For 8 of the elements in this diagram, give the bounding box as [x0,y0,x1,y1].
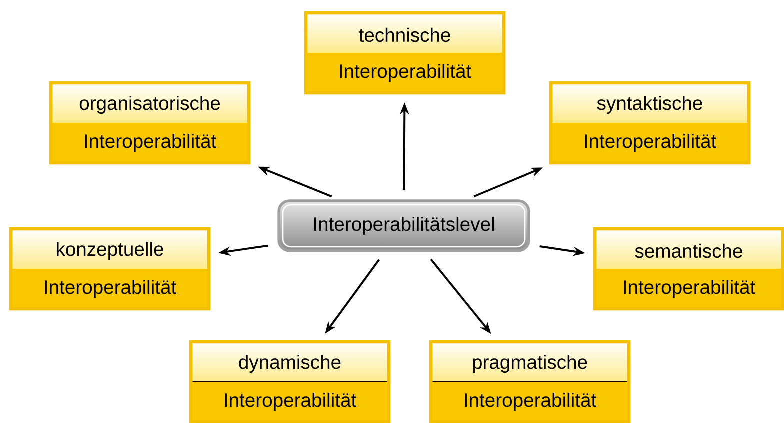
interoperability-box: konzeptuelle Interoperabilität [9,227,211,311]
interoperability-box: technische Interoperabilität [304,11,506,95]
level-box: Interoperabilitätslevel [278,200,530,252]
interoperability-box: pragmatische Interoperabilität [429,340,631,423]
interoperability-box: dynamische Interoperabilität [189,340,391,423]
interoperability-box: semantische Interoperabilität [593,227,784,311]
interoperability-box: organisatorische Interoperabilität [49,81,251,165]
interoperability-box: syntaktische Interoperabilität [549,81,751,165]
